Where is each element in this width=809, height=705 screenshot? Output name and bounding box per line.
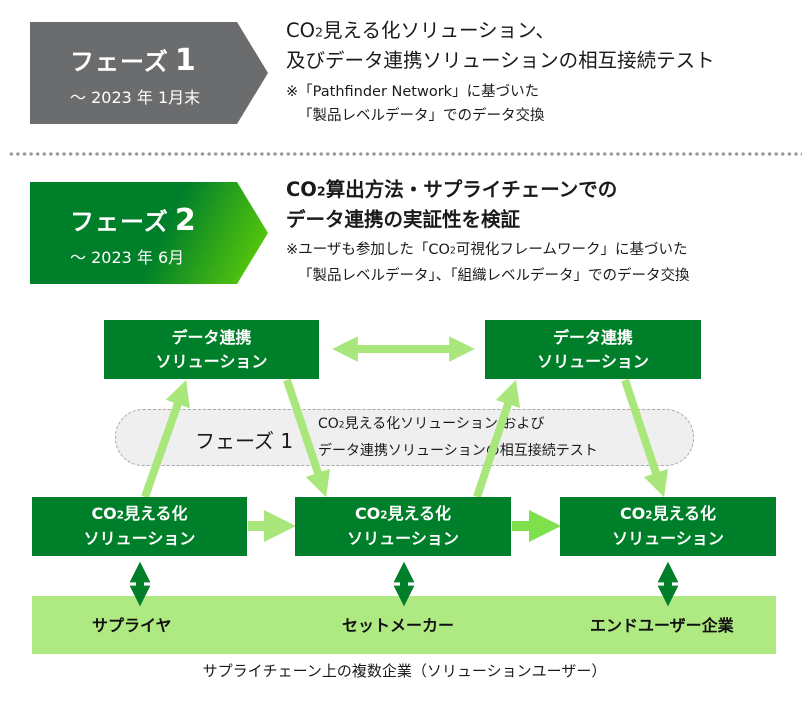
company-end-user: エンドユーザー企業 [590,616,734,635]
phase1-tag-date: ～ 2023 年 1月末 [70,88,201,107]
phase1-note: ※「Pathfinder Network」に基づいた 「製品レベルデータ」でのデ… [286,84,545,124]
arrow-datalink-2-to-co2-3 [621,378,669,498]
company-set-maker: セットメーカー [342,616,455,635]
phase1-pill-label: フェーズ 1 [195,429,294,453]
co2-visualization-box: CO2見える化 ソリューション [560,497,776,556]
co2-visualization-box: CO2見える化 ソリューション [295,497,511,556]
company-supplier: サプライヤ [92,616,172,635]
data-link-solution-box: データ連携 ソリューション [485,320,701,379]
arrow-co2-2-to-datalink-2 [473,379,521,499]
phase2-title: CO2算出方法・サプライチェーンでの データ連携の実証性を検証 [286,178,618,232]
dotted-separator [8,151,802,157]
co2-visualization-box: CO2見える化 ソリューション [32,497,247,556]
phase1-pill-text: CO2見える化ソリューション および データ連携ソリューションの相互接続テスト [318,416,598,459]
phase1-title: CO2見える化ソリューション、 及びデータ連携ソリューションの相互接続テスト [286,19,715,73]
arrow-co2-1-to-datalink-1 [141,379,190,499]
arrow-datalink-1-to-co2-2 [283,378,331,498]
supply-chain-caption: サプライチェーン上の複数企業（ソリューションユーザー） [202,662,607,680]
data-link-solution-box: データ連携 ソリューション [104,320,319,379]
phase1-pill [115,409,694,466]
phase2-tag-date: ～ 2023 年 6月 [70,248,185,267]
phase2-note: ※ユーザも参加した「CO2可視化フレームワーク」に基づいた 「製品レベルデータ」… [286,242,690,284]
